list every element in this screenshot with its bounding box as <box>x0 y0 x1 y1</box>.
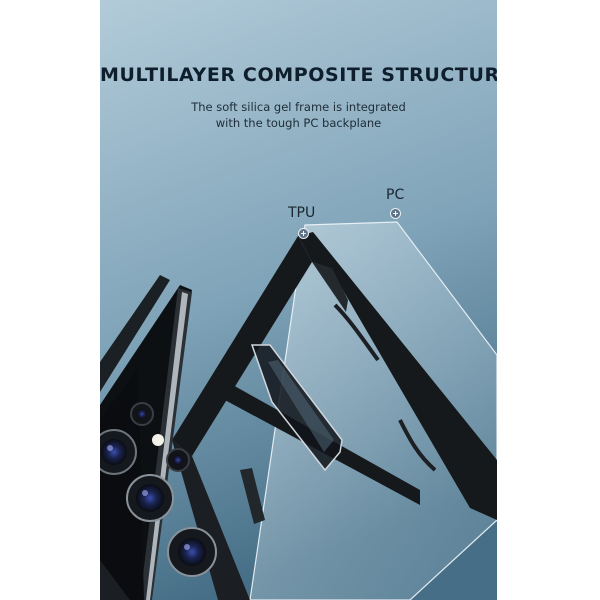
phone-case-illustration <box>100 0 497 600</box>
headline: MULTILAYER COMPOSITE STRUCTURE <box>100 64 497 86</box>
camera-lenses <box>100 402 265 600</box>
phone-body <box>100 275 192 600</box>
subtitle-line-1: The soft silica gel frame is integrated <box>191 100 406 114</box>
pc-backplate <box>249 221 497 600</box>
tpu-marker-icon: + <box>298 228 309 239</box>
tpu-label: TPU <box>288 205 316 221</box>
pc-marker-icon: + <box>390 208 401 219</box>
subtitle: The soft silica gel frame is integrated … <box>100 99 497 131</box>
case-cutouts <box>250 303 437 472</box>
product-image-panel: MULTILAYER COMPOSITE STRUCTURE The soft … <box>100 0 497 600</box>
subtitle-line-2: with the tough PC backplane <box>215 116 382 130</box>
pc-label: PC <box>386 187 405 203</box>
